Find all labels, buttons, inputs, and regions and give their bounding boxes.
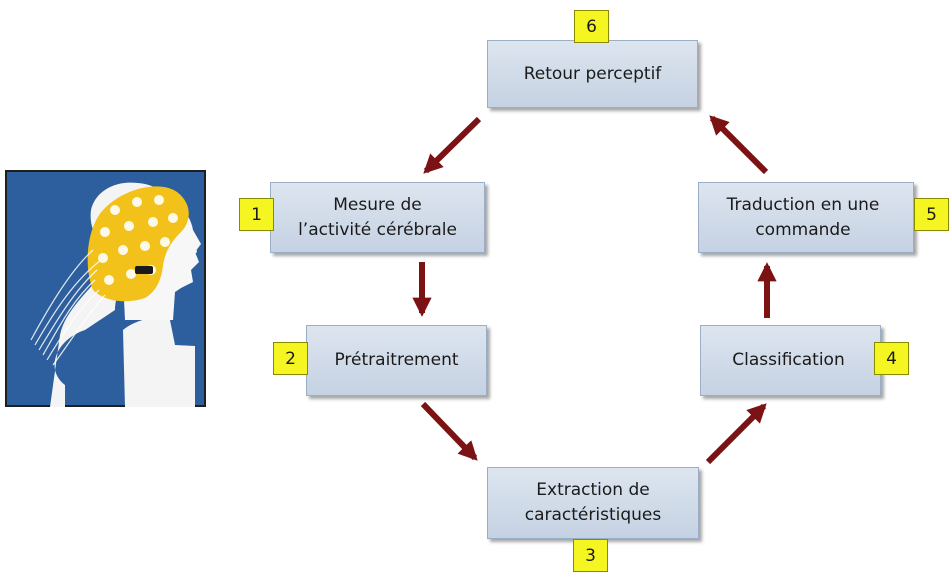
step-box-extraction: Extraction de caractéristiques xyxy=(487,467,699,539)
step-5-label-line1: Traduction en une xyxy=(726,194,880,215)
step-5-label-line2: commande xyxy=(755,219,851,240)
arrow-3-to-4 xyxy=(705,403,767,465)
step-1-number-badge: 1 xyxy=(239,198,274,231)
step-5-number-badge: 5 xyxy=(914,198,949,231)
step-box-pretraitement: Prétraitrement xyxy=(306,325,487,396)
step-4-label-line1: Classification xyxy=(732,350,845,370)
step-1-label-line1: Mesure de xyxy=(333,194,422,215)
step-box-classification: Classification xyxy=(700,325,881,396)
arrow-2-to-3 xyxy=(420,401,478,461)
step-3-label-line1: Extraction de xyxy=(536,480,650,500)
step-3-number-badge: 3 xyxy=(573,539,608,572)
step-6-number-badge: 6 xyxy=(574,10,609,43)
eeg-cap-head-icon xyxy=(5,170,206,407)
step-box-traduction: Traduction en une commande xyxy=(698,182,914,253)
arrow-5-to-6 xyxy=(709,115,769,175)
step-box-mesure-activite: Mesure de l’activité cérébrale xyxy=(270,182,485,253)
step-box-retour-perceptif: Retour perceptif xyxy=(487,40,698,108)
step-3-label-line2: caractéristiques xyxy=(524,505,662,525)
step-2-number-badge: 2 xyxy=(273,342,308,375)
arrow-6-to-1 xyxy=(423,116,482,174)
step-6-label-line1: Retour perceptif xyxy=(523,63,662,84)
step-1-label-line2: l’activité cérébrale xyxy=(298,219,457,240)
step-4-number-badge: 4 xyxy=(874,342,909,375)
step-2-label-line1: Prétraitrement xyxy=(334,350,459,370)
